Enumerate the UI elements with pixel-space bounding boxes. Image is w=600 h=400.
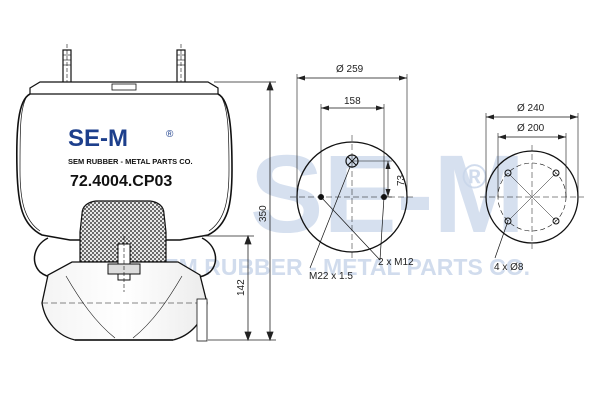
label-bottom-holes: 4 x Ø8 [494, 262, 524, 273]
stud-hole-right [381, 194, 387, 200]
dimension-top-diameter: Ø 259 [336, 64, 364, 75]
height-dimensions [200, 80, 276, 342]
logo-registered-mark: ® [166, 129, 174, 140]
company-logo: SE-M ® SEM RUBBER - METAL PARTS CO. [68, 125, 193, 166]
watermark: SE-M ® SEM RUBBER - METAL PARTS CO. [148, 133, 530, 280]
label-thread-studs: 2 x M12 [378, 257, 414, 268]
piston-center-bolt [107, 236, 141, 292]
dimension-total-height: 350 [258, 205, 269, 222]
air-inlet-icon [345, 154, 359, 168]
dimension-bolt-spacing: 158 [344, 96, 361, 107]
logo-company-name: SEM RUBBER - METAL PARTS CO. [68, 157, 193, 166]
dimension-piston-height: 142 [236, 279, 247, 296]
logo-mark: SE-M [68, 125, 128, 152]
watermark-registered-mark: ® [462, 158, 487, 196]
air-spring-side-view [15, 44, 233, 342]
stud-hole-left [318, 194, 324, 200]
watermark-company: SEM RUBBER - METAL PARTS CO. [148, 254, 530, 280]
dimension-bottom-inner-diameter: Ø 200 [517, 123, 545, 134]
internal-bumper [79, 200, 167, 263]
top-plate-view [290, 74, 414, 269]
part-number: 72.4004.CP03 [70, 173, 172, 190]
dimension-offset: 73 [396, 174, 407, 186]
dimension-bottom-outer-diameter: Ø 240 [517, 103, 545, 114]
label-thread-main: M22 x 1.5 [309, 271, 353, 282]
bottom-plate-view [480, 113, 584, 259]
